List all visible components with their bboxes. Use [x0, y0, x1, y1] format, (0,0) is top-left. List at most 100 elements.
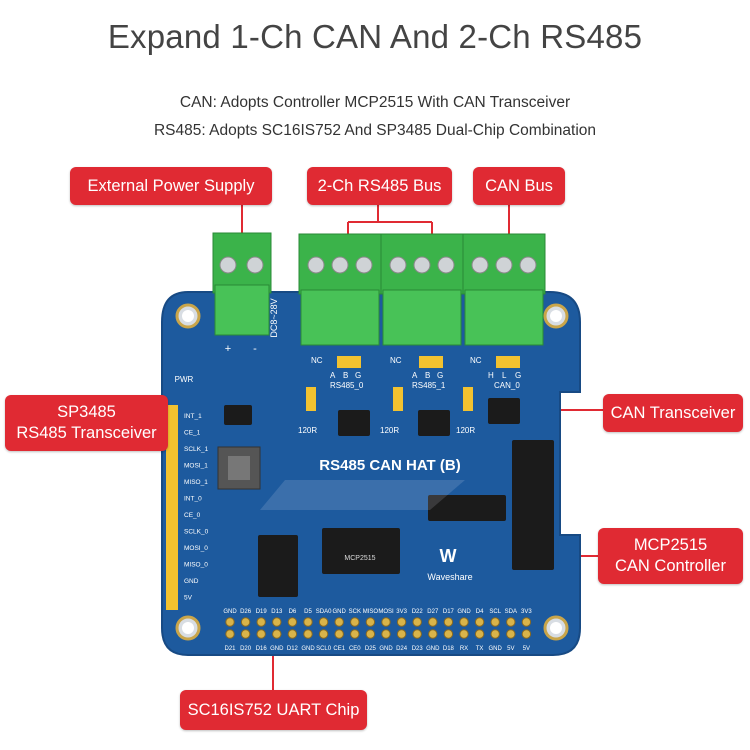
gpio-pin [443, 617, 454, 627]
gpio-bottom-label: D18 [443, 646, 455, 652]
gpio-pin [490, 629, 500, 639]
brand-logo: W [440, 546, 457, 566]
callout-mcp2515-line1: MCP2515 [633, 536, 708, 554]
gpio-top-label: D6 [289, 609, 297, 615]
power-terminal [212, 232, 272, 336]
left-header-label: MOSI_1 [184, 463, 208, 470]
callout-sp3485-line2: RS485 Transceiver [16, 424, 157, 442]
subtitle-can: CAN: Adopts Controller MCP2515 With CAN … [179, 94, 571, 111]
gpio-pin [303, 629, 313, 639]
gpio-pin [474, 629, 485, 639]
gpio-top-label: D4 [476, 609, 484, 615]
gpio-pin [287, 617, 298, 627]
gpio-pin [381, 617, 391, 627]
gpio-header [225, 617, 532, 639]
gpio-pin [521, 617, 532, 627]
gpio-top-label: GND [457, 609, 471, 615]
mcp2515-chip [322, 528, 400, 574]
gpio-top-label: SDA0 [316, 609, 332, 615]
gpio-pin [256, 629, 266, 639]
gpio-top-label: D17 [443, 609, 455, 615]
gpio-bottom-label: GND [489, 646, 503, 652]
gpio-pin [225, 617, 235, 627]
left-header-label: MISO_0 [184, 562, 208, 569]
gpio-bottom-label: 5V [507, 646, 514, 652]
callout-can-transceiver: CAN Transceiver [603, 394, 743, 432]
callout-sp3485: SP3485 RS485 Transceiver [5, 395, 168, 451]
resistor-label-1: 120R [380, 426, 399, 435]
gpio-top-label: D13 [271, 609, 283, 615]
gpio-bottom-label: D24 [396, 646, 408, 652]
gpio-top-label: D22 [412, 609, 424, 615]
can-pin-h: H [488, 371, 494, 380]
gpio-pin [506, 629, 516, 639]
can-transceiver-chip [488, 398, 520, 424]
gpio-socket [512, 440, 554, 570]
left-header-label: INT_0 [184, 496, 202, 503]
sp3485-chip-1 [418, 410, 450, 436]
sc16is752-chip [258, 535, 298, 597]
left-header-label: INT_1 [184, 413, 202, 420]
gpio-pin [521, 629, 532, 639]
gpio-pin [303, 617, 313, 627]
gpio-pin [318, 629, 329, 639]
gpio-top-label: 3V3 [396, 609, 407, 615]
left-header-label: MOSI_0 [184, 545, 208, 552]
gpio-bottom-label: CE0 [349, 646, 361, 652]
left-header-label: 5V [184, 595, 193, 602]
gpio-pin [272, 617, 282, 627]
gpio-pin [225, 629, 235, 639]
gpio-pin [350, 617, 360, 627]
gpio-bottom-label: GND [301, 646, 315, 652]
gpio-pin [256, 617, 266, 627]
gpio-top-label: 3V3 [521, 609, 532, 615]
gpio-top-label: D27 [427, 609, 439, 615]
gpio-pin [443, 629, 454, 639]
gpio-pin [287, 629, 298, 639]
gpio-bottom-label: D20 [240, 646, 252, 652]
gpio-pin [381, 629, 391, 639]
gpio-pin [490, 617, 500, 627]
callout-power: External Power Supply [70, 167, 272, 205]
rs485-pin-b-0: B [343, 371, 348, 380]
gpio-pin [474, 617, 485, 627]
gpio-pin [428, 629, 438, 639]
brand-label: Waveshare [427, 572, 472, 582]
gpio-pin [240, 629, 251, 639]
chips [224, 398, 554, 597]
gpio-top-label: SCK [349, 609, 361, 615]
nc-label-2: NC [470, 356, 482, 365]
jumpers [306, 356, 520, 411]
resistor-label-2: 120R [456, 426, 475, 435]
page-title: Expand 1-Ch CAN And 2-Ch RS485 [107, 18, 643, 55]
left-header-label: CE_0 [184, 512, 201, 519]
left-header-labels: INT_1CE_1SCLK_1MOSI_1MISO_1INT_0CE_0SCLK… [184, 413, 209, 602]
gpio-bottom-label: SCL0 [316, 646, 332, 652]
left-header [166, 405, 178, 610]
nc-label-1: NC [390, 356, 402, 365]
gpio-pin [459, 617, 469, 627]
gpio-bottom-label: D21 [224, 646, 236, 652]
gpio-pin [272, 629, 282, 639]
plus-label: + [225, 343, 231, 355]
gpio-pin [506, 617, 516, 627]
gpio-pin [412, 629, 422, 639]
mcp2515-chip-label: MCP2515 [344, 555, 375, 562]
voltage-label: DC8~28V [269, 298, 279, 337]
gpio-pin [318, 617, 329, 627]
gpio-bottom-label: D16 [256, 646, 268, 652]
gpio-pin [396, 617, 407, 627]
minus-label: - [253, 343, 257, 355]
left-header-label: SCLK_0 [184, 529, 209, 536]
callout-sc16is752: SC16IS752 UART Chip [180, 690, 367, 730]
gpio-bottom-label: RX [460, 646, 468, 652]
rs485-pin-a-1: A [412, 371, 418, 380]
rs485-pin-g-1: G [437, 371, 443, 380]
pwr-label: PWR [175, 375, 194, 384]
gpio-top-label: GND [223, 609, 237, 615]
gpio-top-label: D19 [256, 609, 268, 615]
gpio-pin [459, 629, 469, 639]
gpio-top-label: GND [333, 609, 347, 615]
